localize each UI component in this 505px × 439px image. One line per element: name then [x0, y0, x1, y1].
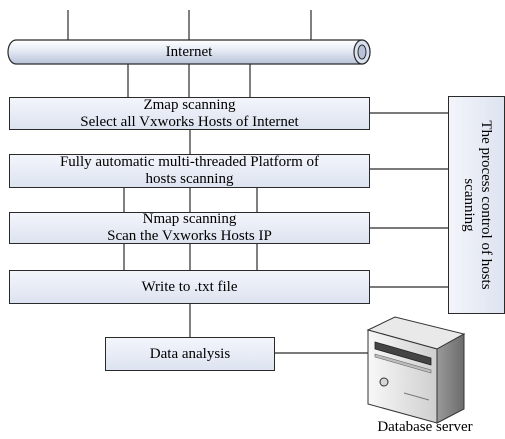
write-txt-file-box: Write to .txt file: [9, 270, 370, 304]
database-server-caption: Database server: [377, 419, 473, 435]
scanning-platform-line-2: hosts scanning: [145, 171, 234, 187]
zmap-scanning-box: Zmap scanning Select all Vxworks Hosts o…: [9, 97, 370, 130]
process-control-box: The process control of hosts scanning: [448, 96, 505, 314]
data-analysis-box: Data analysis: [105, 337, 275, 371]
zmap-scanning-description: Select all Vxworks Hosts of Internet: [80, 113, 299, 130]
write-txt-file-label: Write to .txt file: [141, 278, 238, 295]
process-control-label: The process control of hosts scanning: [460, 120, 494, 290]
database-server-icon: [366, 316, 466, 424]
nmap-scanning-title: Nmap scanning: [142, 211, 237, 227]
nmap-scanning-description: Scan the Vxworks Hosts IP: [107, 228, 272, 244]
scanning-platform-line-1: Fully automatic multi-threaded Platform …: [59, 154, 320, 170]
internet-label: Internet: [165, 43, 213, 60]
zmap-scanning-title: Zmap scanning: [143, 96, 236, 113]
scanning-platform-box: Fully automatic multi-threaded Platform …: [9, 154, 370, 188]
internet-pipe: [7, 39, 371, 65]
data-analysis-label: Data analysis: [149, 345, 231, 362]
nmap-scanning-box: Nmap scanning Scan the Vxworks Hosts IP: [9, 211, 370, 244]
